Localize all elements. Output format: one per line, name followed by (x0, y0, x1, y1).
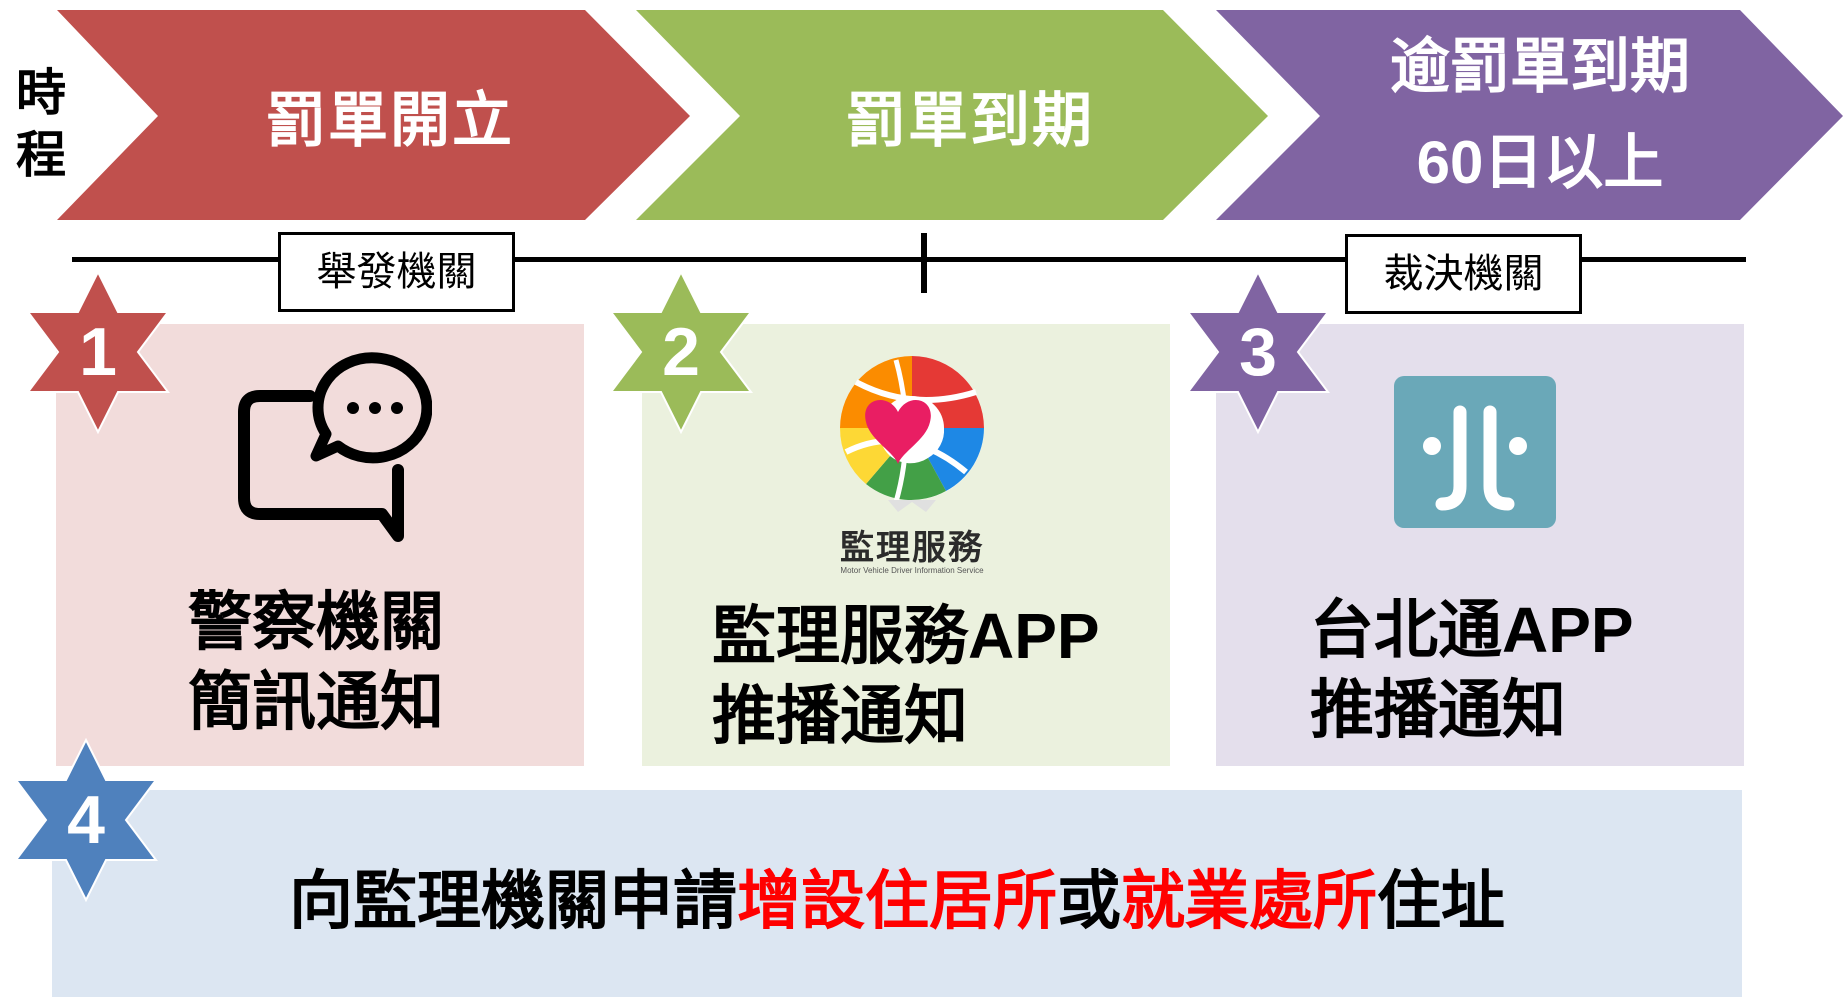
panel-3-line1: 台北通APP (1310, 594, 1634, 666)
panel-3-text: 台北通APP 推播通知 (1310, 590, 1634, 750)
mvs-logo-subtitle: Motor Vehicle Driver Information Service (840, 566, 984, 575)
panel-1-line2: 簡訊通知 (188, 666, 444, 738)
star-3-number: 3 (1239, 314, 1277, 390)
bottom-text-part1: 向監理機關申請 (289, 865, 737, 937)
agency-label-issuing: 舉發機關 (278, 232, 515, 312)
panel-2-line2: 推播通知 (712, 680, 968, 752)
agency-label-adjudicating: 裁決機關 (1345, 234, 1582, 314)
panel-2-line1: 監理服務APP (712, 600, 1100, 672)
bottom-text-part3: 住址 (1377, 865, 1505, 937)
star-1-icon (26, 269, 170, 435)
bottom-text-part2: 或 (1057, 865, 1121, 937)
chat-bubble-icon (238, 352, 432, 542)
stage-3-chevron (1216, 10, 1843, 220)
stage-1-label: 罰單開立 (266, 86, 514, 154)
timeline-chevrons (57, 10, 1843, 220)
taipei-pass-logo (1394, 376, 1556, 528)
star-1-number: 1 (79, 314, 117, 390)
star-4-number: 4 (67, 782, 105, 858)
bottom-text-highlight1: 增設住居所 (737, 865, 1057, 937)
timeline-line (72, 257, 1746, 262)
star-3-icon (1186, 269, 1330, 435)
panel-1-line1: 警察機關 (188, 586, 444, 658)
timeline-side-label: 時程 (16, 65, 66, 183)
star-2-icon (609, 269, 753, 435)
panel-3-line2: 推播通知 (1310, 674, 1566, 746)
panel-2-text: 監理服務APP 推播通知 (712, 596, 1100, 756)
address-application-text: 向監理機關申請增設住居所或就業處所住址 (52, 850, 1742, 942)
mvs-logo-caption: 監理服務 (840, 528, 984, 568)
stage-3-label: 逾罰單到期 60日以上 (1390, 33, 1690, 196)
timeline-tick (921, 233, 927, 293)
motor-vehicle-service-logo (839, 356, 984, 512)
stage-2-label: 罰單到期 (846, 86, 1094, 154)
panel-address-application (52, 790, 1742, 997)
star-4-icon (14, 737, 158, 903)
bottom-text-highlight2: 就業處所 (1121, 865, 1377, 937)
stage-2-chevron (636, 10, 1268, 220)
star-2-number: 2 (662, 314, 700, 390)
panel-1-text: 警察機關 簡訊通知 (188, 582, 444, 742)
stage-1-chevron (57, 10, 690, 220)
